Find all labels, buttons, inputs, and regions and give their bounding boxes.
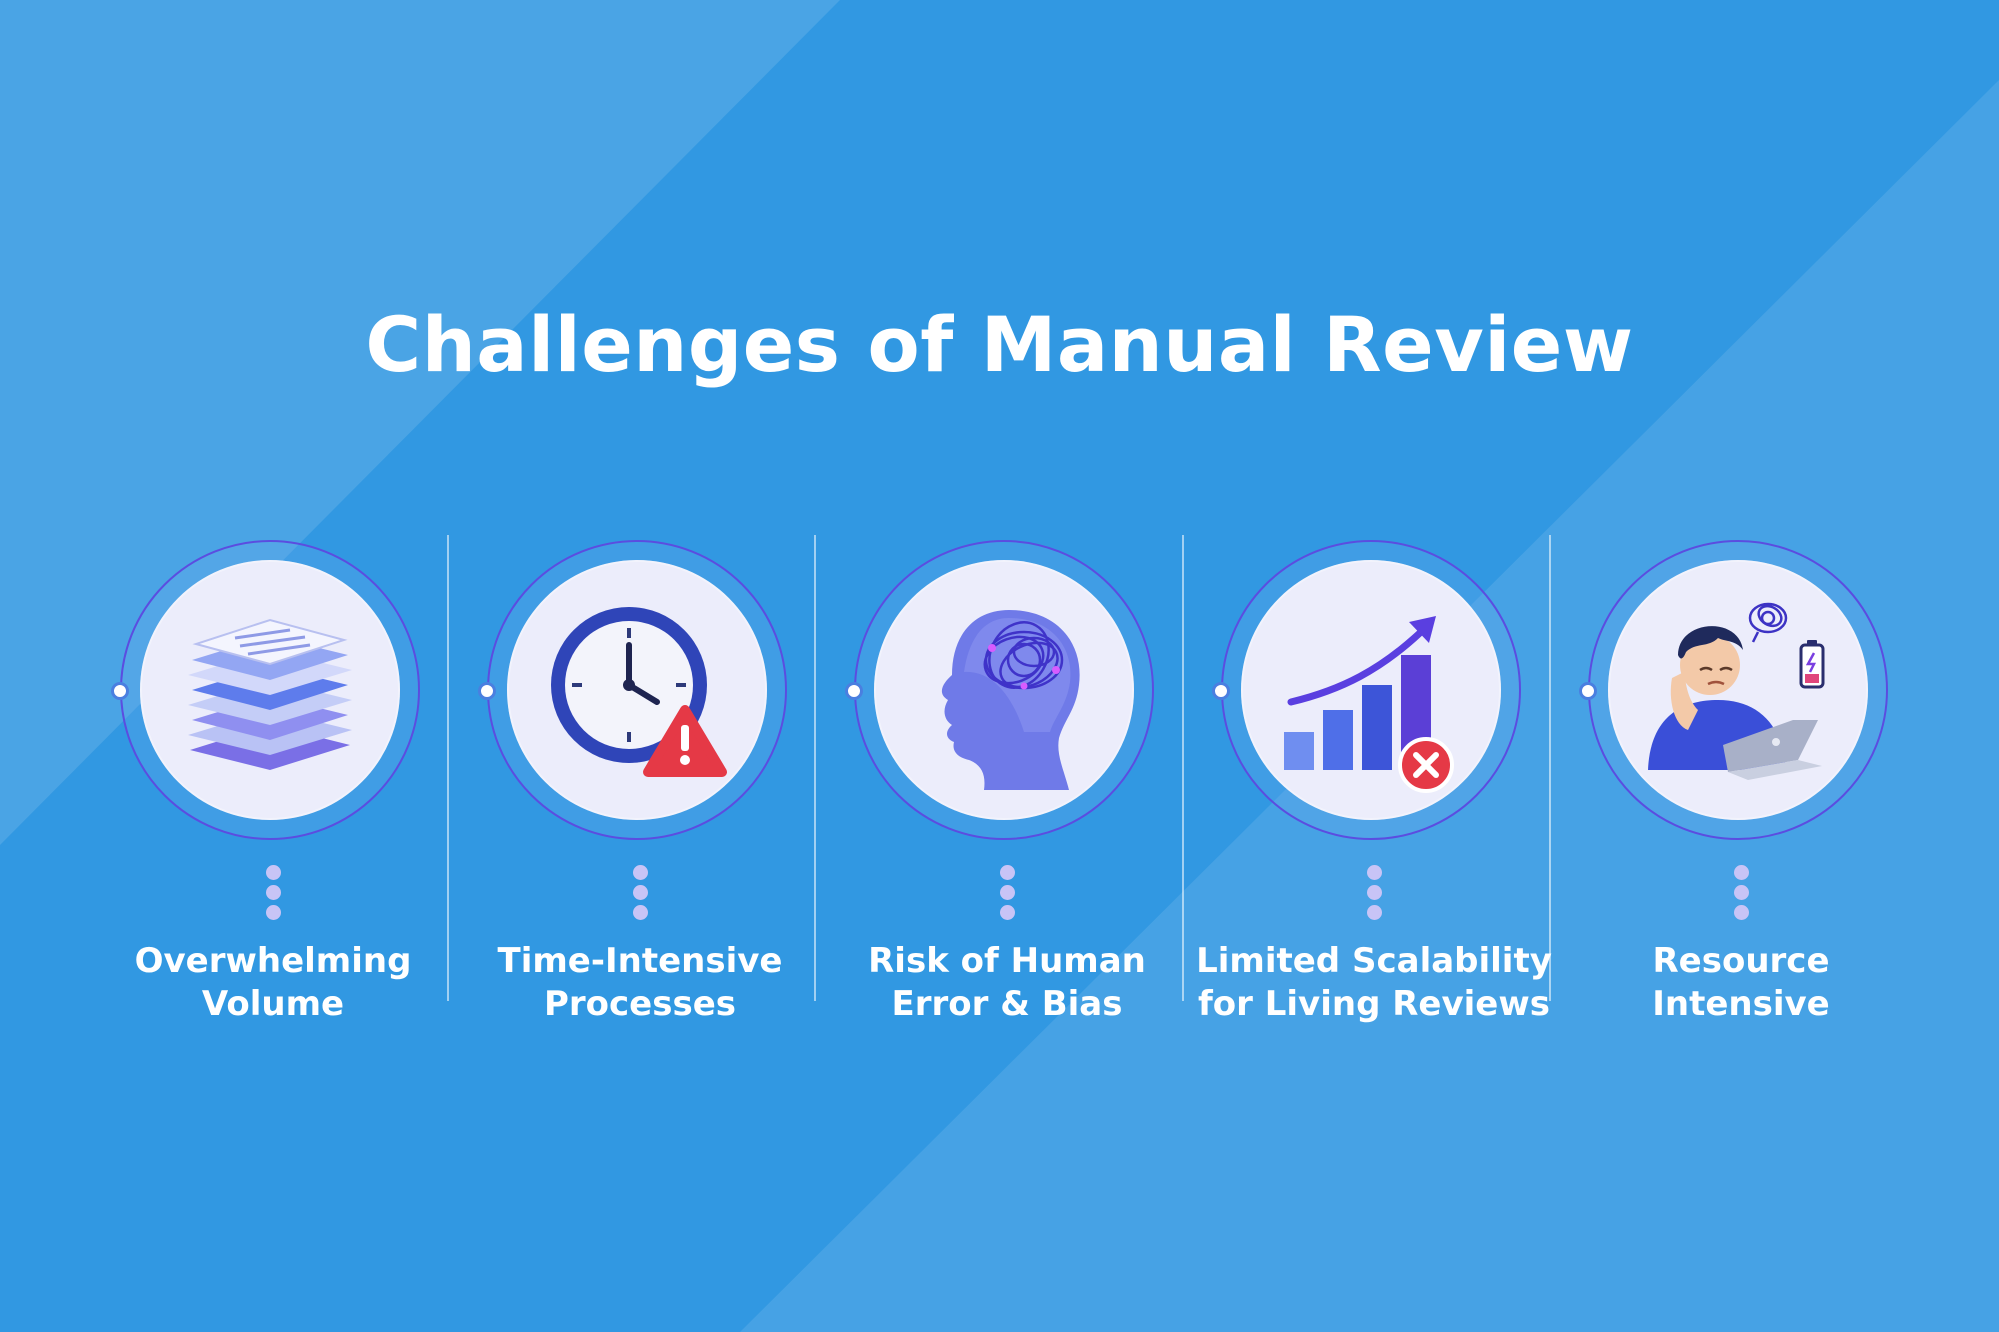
challenge-card-resource: Resource Intensive xyxy=(1571,540,1911,1040)
challenge-card-time: Time-Intensive Processes xyxy=(470,540,810,1040)
label-line-2: Volume xyxy=(201,984,345,1024)
label-line-2: for Living Reviews xyxy=(1197,984,1551,1024)
challenge-label: Limited Scalability for Living Reviews xyxy=(1194,940,1554,1026)
divider xyxy=(447,535,449,1001)
connector-dots xyxy=(263,865,283,925)
label-line-1: Resource xyxy=(1652,941,1830,981)
challenge-label: Overwhelming Volume xyxy=(93,940,453,1026)
timeline-node xyxy=(111,682,129,700)
challenge-card-volume: Overwhelming Volume xyxy=(103,540,443,1040)
timeline-node xyxy=(478,682,496,700)
label-line-1: Limited Scalability xyxy=(1196,941,1552,981)
label-line-1: Time-Intensive xyxy=(497,941,783,981)
divider xyxy=(1549,535,1551,1001)
connector-dots xyxy=(1364,865,1384,925)
document-stack-icon xyxy=(140,560,400,820)
label-line-1: Overwhelming xyxy=(134,941,412,981)
connector-dots xyxy=(997,865,1017,925)
growth-chart-error-icon xyxy=(1241,560,1501,820)
timeline-node xyxy=(1212,682,1230,700)
label-line-1: Risk of Human xyxy=(868,941,1146,981)
connector-dots xyxy=(1731,865,1751,925)
exhausted-person-laptop-icon xyxy=(1608,560,1868,820)
challenge-card-scalability: Limited Scalability for Living Reviews xyxy=(1196,540,1552,1040)
divider xyxy=(1182,535,1184,1001)
challenge-card-error: Risk of Human Error & Bias xyxy=(837,540,1177,1040)
challenge-label: Resource Intensive xyxy=(1561,940,1921,1026)
divider xyxy=(814,535,816,1001)
clock-warning-icon xyxy=(507,560,767,820)
page-title: Challenges of Manual Review xyxy=(365,300,1634,389)
challenge-label: Time-Intensive Processes xyxy=(460,940,820,1026)
label-line-2: Error & Bias xyxy=(891,984,1123,1024)
timeline-node xyxy=(845,682,863,700)
connector-dots xyxy=(630,865,650,925)
label-line-2: Processes xyxy=(543,984,737,1024)
label-line-2: Intensive xyxy=(1652,984,1830,1024)
timeline-node xyxy=(1579,682,1597,700)
tangled-brain-head-icon xyxy=(874,560,1134,820)
challenge-label: Risk of Human Error & Bias xyxy=(827,940,1187,1026)
